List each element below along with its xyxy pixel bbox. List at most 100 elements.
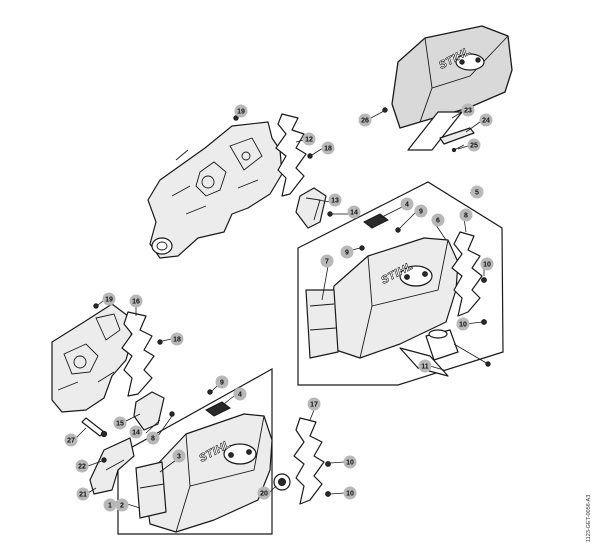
callout-9-upper-b: 9: [340, 245, 354, 259]
screw-14-lower: [169, 411, 175, 417]
svg-text:11: 11: [421, 364, 429, 371]
callout-6: 6: [431, 213, 445, 227]
callout-8-lower: 8: [146, 431, 160, 445]
upper-assembly-frame: [297, 181, 504, 386]
nut-10-upper-a: [481, 277, 487, 283]
svg-text:19: 19: [237, 109, 245, 116]
svg-text:27: 27: [67, 438, 75, 445]
svg-text:18: 18: [324, 146, 332, 153]
screw-9-upper-b: [359, 245, 365, 251]
svg-text:19: 19: [105, 297, 113, 304]
callout-4-upper: 4: [400, 197, 414, 211]
screw-18-lower: [157, 339, 163, 345]
svg-text:9: 9: [345, 250, 349, 257]
callout-2: 2: [115, 498, 129, 512]
chain-catcher-12: [275, 113, 307, 197]
callout-18-lower: 18: [170, 332, 184, 346]
crankcase-upper: [147, 121, 283, 259]
tensioner-15: [133, 391, 165, 431]
screw-18-top: [307, 153, 313, 159]
svg-text:4: 4: [405, 202, 409, 209]
callout-27: 27: [64, 433, 78, 447]
screw-19-lower: [93, 303, 99, 309]
callout-12: 12: [302, 132, 316, 146]
svg-text:26: 26: [361, 118, 369, 125]
svg-text:22: 22: [78, 464, 86, 471]
callout-22: 22: [75, 459, 89, 473]
gasket-4-upper: [363, 213, 389, 229]
callout-9-lower: 9: [215, 375, 229, 389]
svg-text:14: 14: [350, 210, 358, 217]
insert-3: [135, 461, 167, 519]
svg-text:10: 10: [346, 460, 354, 467]
svg-text:18: 18: [173, 337, 181, 344]
svg-text:1: 1: [108, 503, 112, 510]
screw-9-lower: [207, 389, 213, 395]
svg-text:15: 15: [116, 421, 124, 428]
callout-10-upper-a: 10: [480, 257, 494, 271]
callout-7: 7: [320, 254, 334, 268]
sprocket-cover-upper: STIHL: [329, 237, 459, 359]
callout-11: 11: [418, 359, 432, 373]
chain-catcher-17: [293, 417, 325, 505]
callout-14-lower: 14: [129, 425, 143, 439]
svg-text:21: 21: [79, 492, 87, 499]
tensioner-13: [295, 187, 327, 229]
svg-text:10: 10: [459, 322, 467, 329]
svg-text:8: 8: [151, 436, 155, 443]
insert-7: [305, 289, 339, 359]
callout-5: 5: [470, 185, 484, 199]
callout-13: 13: [328, 193, 342, 207]
screw-22: [101, 457, 107, 463]
callout-19-top: 19: [234, 104, 248, 118]
svg-text:13: 13: [331, 198, 339, 205]
sprocket-cover-lower: STIHL: [145, 413, 273, 533]
svg-text:7: 7: [325, 259, 329, 266]
svg-text:6: 6: [436, 218, 440, 225]
callout-20: 20: [257, 486, 271, 500]
callout-4-lower: 4: [233, 387, 247, 401]
svg-text:5: 5: [475, 190, 479, 197]
chain-catcher-16: [121, 311, 155, 397]
svg-text:25: 25: [470, 143, 478, 150]
svg-text:17: 17: [310, 402, 318, 409]
callout-10-upper-b: 10: [456, 317, 470, 331]
crankcase-lower: [51, 303, 133, 413]
callout-26: 26: [358, 113, 372, 127]
callout-10-lower-a: 10: [343, 455, 357, 469]
callout-24: 24: [479, 113, 493, 127]
svg-text:9: 9: [419, 209, 423, 216]
callout-25: 25: [467, 138, 481, 152]
callout-1: 1: [103, 498, 117, 512]
callout-23: 23: [461, 103, 475, 117]
chain-sprocket-cover-top: STIHL: [391, 25, 513, 129]
leader-lines: [75, 110, 485, 509]
svg-text:10: 10: [346, 491, 354, 498]
svg-text:16: 16: [132, 299, 140, 306]
svg-text:14: 14: [132, 430, 140, 437]
pin-27: [81, 417, 108, 438]
guard-21: [89, 437, 135, 495]
svg-text:10: 10: [483, 262, 491, 269]
svg-text:9: 9: [220, 380, 224, 387]
callout-10-lower-b: 10: [343, 486, 357, 500]
svg-text:8: 8: [464, 213, 468, 220]
nut-10-upper-b: [481, 319, 487, 325]
reference-code: 1123-GET-0056-A3: [586, 495, 592, 542]
svg-text:24: 24: [482, 118, 490, 125]
screw-14-top: [327, 211, 333, 217]
svg-text:23: 23: [464, 108, 472, 115]
callout-3: 3: [172, 449, 186, 463]
svg-text:4: 4: [238, 392, 242, 399]
svg-text:2: 2: [120, 503, 124, 510]
callout-8-upper: 8: [459, 208, 473, 222]
callout-19-lower: 19: [102, 292, 116, 306]
svg-text:20: 20: [260, 491, 268, 498]
callout-16: 16: [129, 294, 143, 308]
chain-catcher-8: [451, 231, 483, 317]
callout-14-upper: 14: [347, 205, 361, 219]
svg-text:3: 3: [177, 454, 181, 461]
callout-9-upper-a: 9: [414, 204, 428, 218]
callout-15: 15: [113, 416, 127, 430]
